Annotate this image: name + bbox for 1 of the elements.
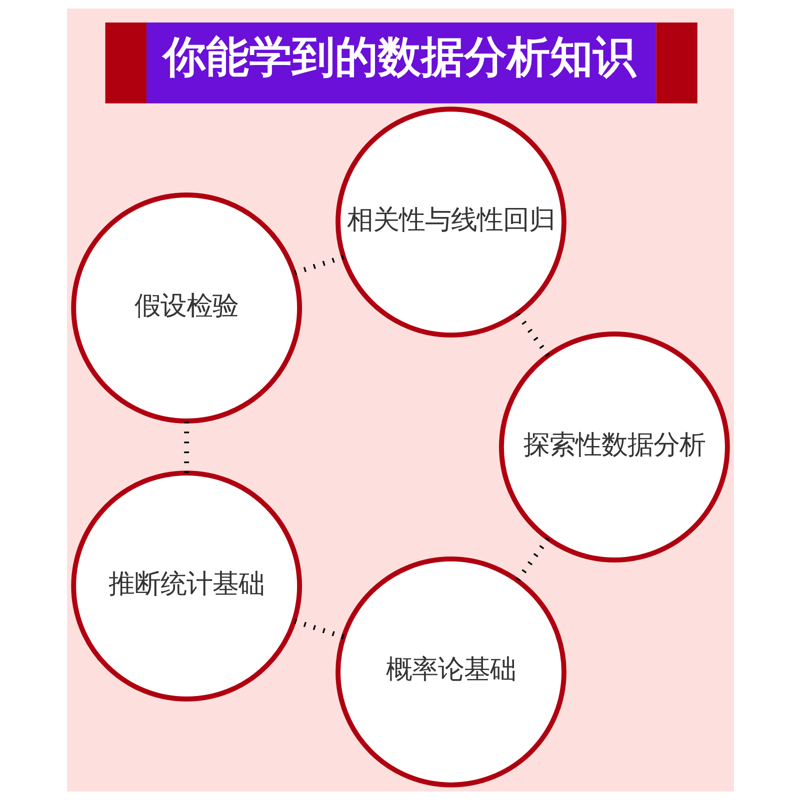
diagram-title: 你能学到的数据分析知识 xyxy=(162,32,636,83)
